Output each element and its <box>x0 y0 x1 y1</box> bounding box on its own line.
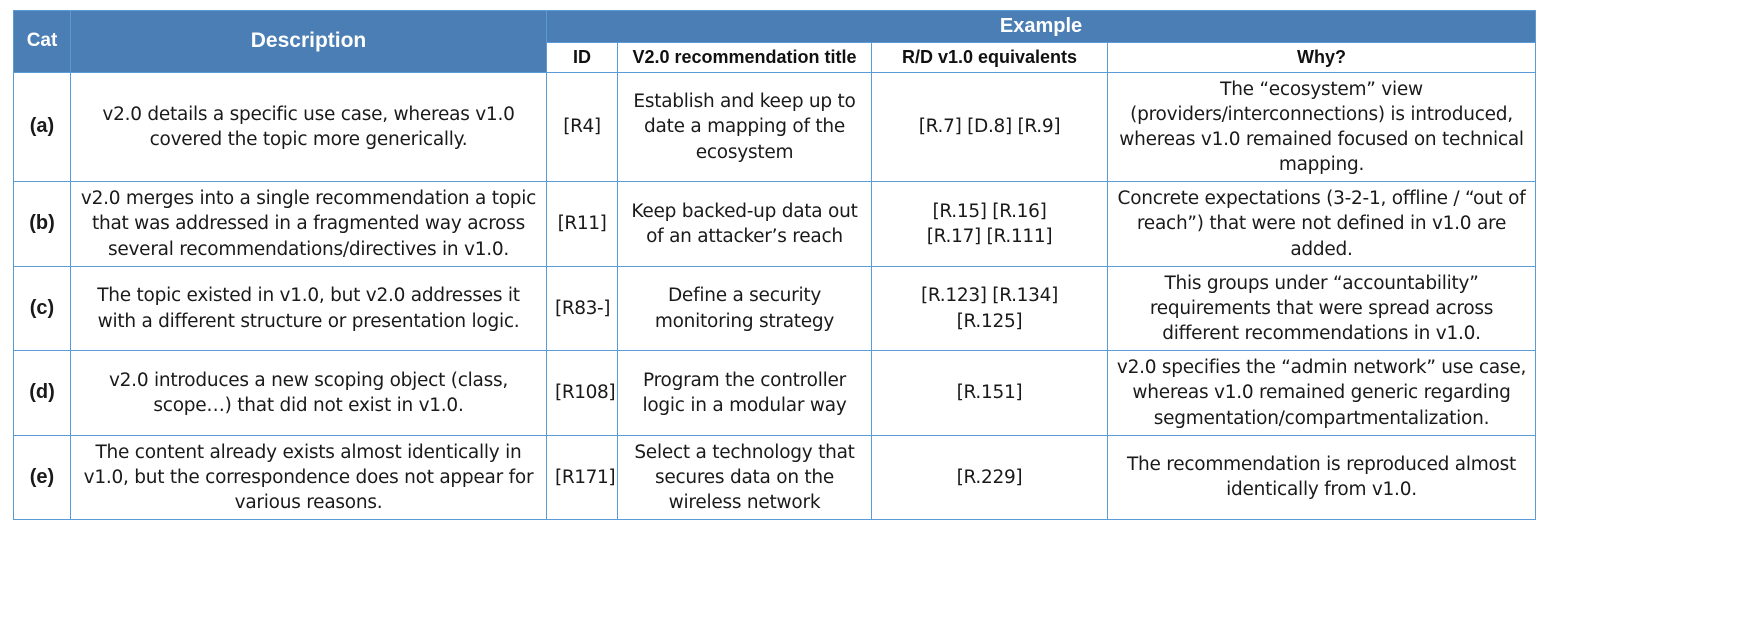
cell-cat: (e) <box>13 434 71 521</box>
table-body: (a) v2.0 details a specific use case, wh… <box>13 71 1537 521</box>
cell-why: The “ecosystem” view (providers/intercon… <box>1106 71 1537 183</box>
cell-id: [R11] <box>546 181 618 267</box>
cell-v2-title: Select a technology that secures data on… <box>617 434 872 521</box>
cell-why: v2.0 specifies the “admin network” use c… <box>1106 350 1537 436</box>
comparison-table: Cat Description Example ID V2.0 recommen… <box>13 10 1537 521</box>
column-header-id: ID <box>546 42 618 73</box>
cell-cat: (a) <box>13 71 71 183</box>
cell-why: Concrete expectations (3-2-1, offline / … <box>1106 181 1537 267</box>
column-header-v2-title: V2.0 recommendation title <box>617 42 872 73</box>
column-header-description: Description <box>70 10 547 73</box>
column-header-rd-equivalents: R/D v1.0 equivalents <box>871 42 1108 73</box>
cell-why: The recommendation is reproduced almost … <box>1106 434 1537 521</box>
cell-cat: (b) <box>13 181 71 267</box>
table-row: (e) The content already exists almost id… <box>13 434 1537 521</box>
header-row-top: Cat Description Example <box>13 10 1537 73</box>
cell-description: The content already exists almost identi… <box>70 434 547 521</box>
cell-why: This groups under “accountability” requi… <box>1106 265 1537 352</box>
cell-description: v2.0 details a specific use case, wherea… <box>70 71 547 183</box>
cell-description: The topic existed in v1.0, but v2.0 addr… <box>70 265 547 352</box>
cell-rd-equivalents: [R.7] [D.8] [R.9] <box>871 71 1108 183</box>
cell-v2-title: Establish and keep up to date a mapping … <box>617 71 872 183</box>
cell-id: [R83-] <box>546 265 618 352</box>
cell-cat: (d) <box>13 350 71 436</box>
table-row: (d) v2.0 introduces a new scoping object… <box>13 350 1537 436</box>
table-row: (a) v2.0 details a specific use case, wh… <box>13 71 1537 183</box>
column-header-example-group: Example <box>545 10 1537 43</box>
table-row: (c) The topic existed in v1.0, but v2.0 … <box>13 265 1537 352</box>
cell-description: v2.0 introduces a new scoping object (cl… <box>70 350 547 436</box>
table-row: (b) v2.0 merges into a single recommenda… <box>13 181 1537 267</box>
table-head: Cat Description Example ID V2.0 recommen… <box>13 10 1537 73</box>
cell-rd-equivalents: [R.123] [R.134] [R.125] <box>871 265 1108 352</box>
cell-v2-title: Define a security monitoring strategy <box>617 265 872 352</box>
cell-id: [R171] <box>546 434 618 521</box>
cell-description: v2.0 merges into a single recommendation… <box>70 181 547 267</box>
header-row-sub: ID V2.0 recommendation title R/D v1.0 eq… <box>14 42 1537 73</box>
column-header-cat: Cat <box>13 10 71 73</box>
column-header-why: Why? <box>1106 42 1537 73</box>
cell-id: [R108] <box>546 350 618 436</box>
cell-rd-equivalents: [R.229] <box>871 434 1108 521</box>
cell-v2-title: Keep backed-up data out of an attacker’s… <box>617 181 872 267</box>
cell-cat: (c) <box>13 265 71 352</box>
cell-id: [R4] <box>546 71 618 183</box>
cell-rd-equivalents: [R.151] <box>871 350 1108 436</box>
cell-v2-title: Program the controller logic in a modula… <box>617 350 872 436</box>
cell-rd-equivalents: [R.15] [R.16] [R.17] [R.111] <box>871 181 1108 267</box>
